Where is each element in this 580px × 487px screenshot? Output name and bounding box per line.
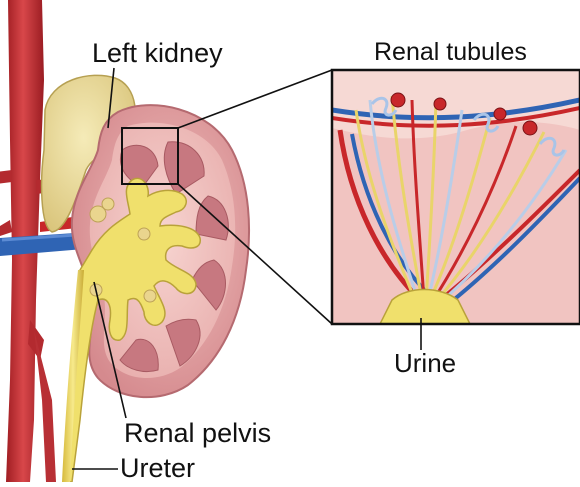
label-renal-pelvis: Renal pelvis <box>124 420 271 447</box>
label-left-kidney: Left kidney <box>92 40 223 67</box>
label-ureter: Ureter <box>120 455 195 482</box>
label-renal-tubules: Renal tubules <box>374 40 527 65</box>
renal-tubules-inset <box>332 70 580 324</box>
label-urine: Urine <box>394 350 456 376</box>
